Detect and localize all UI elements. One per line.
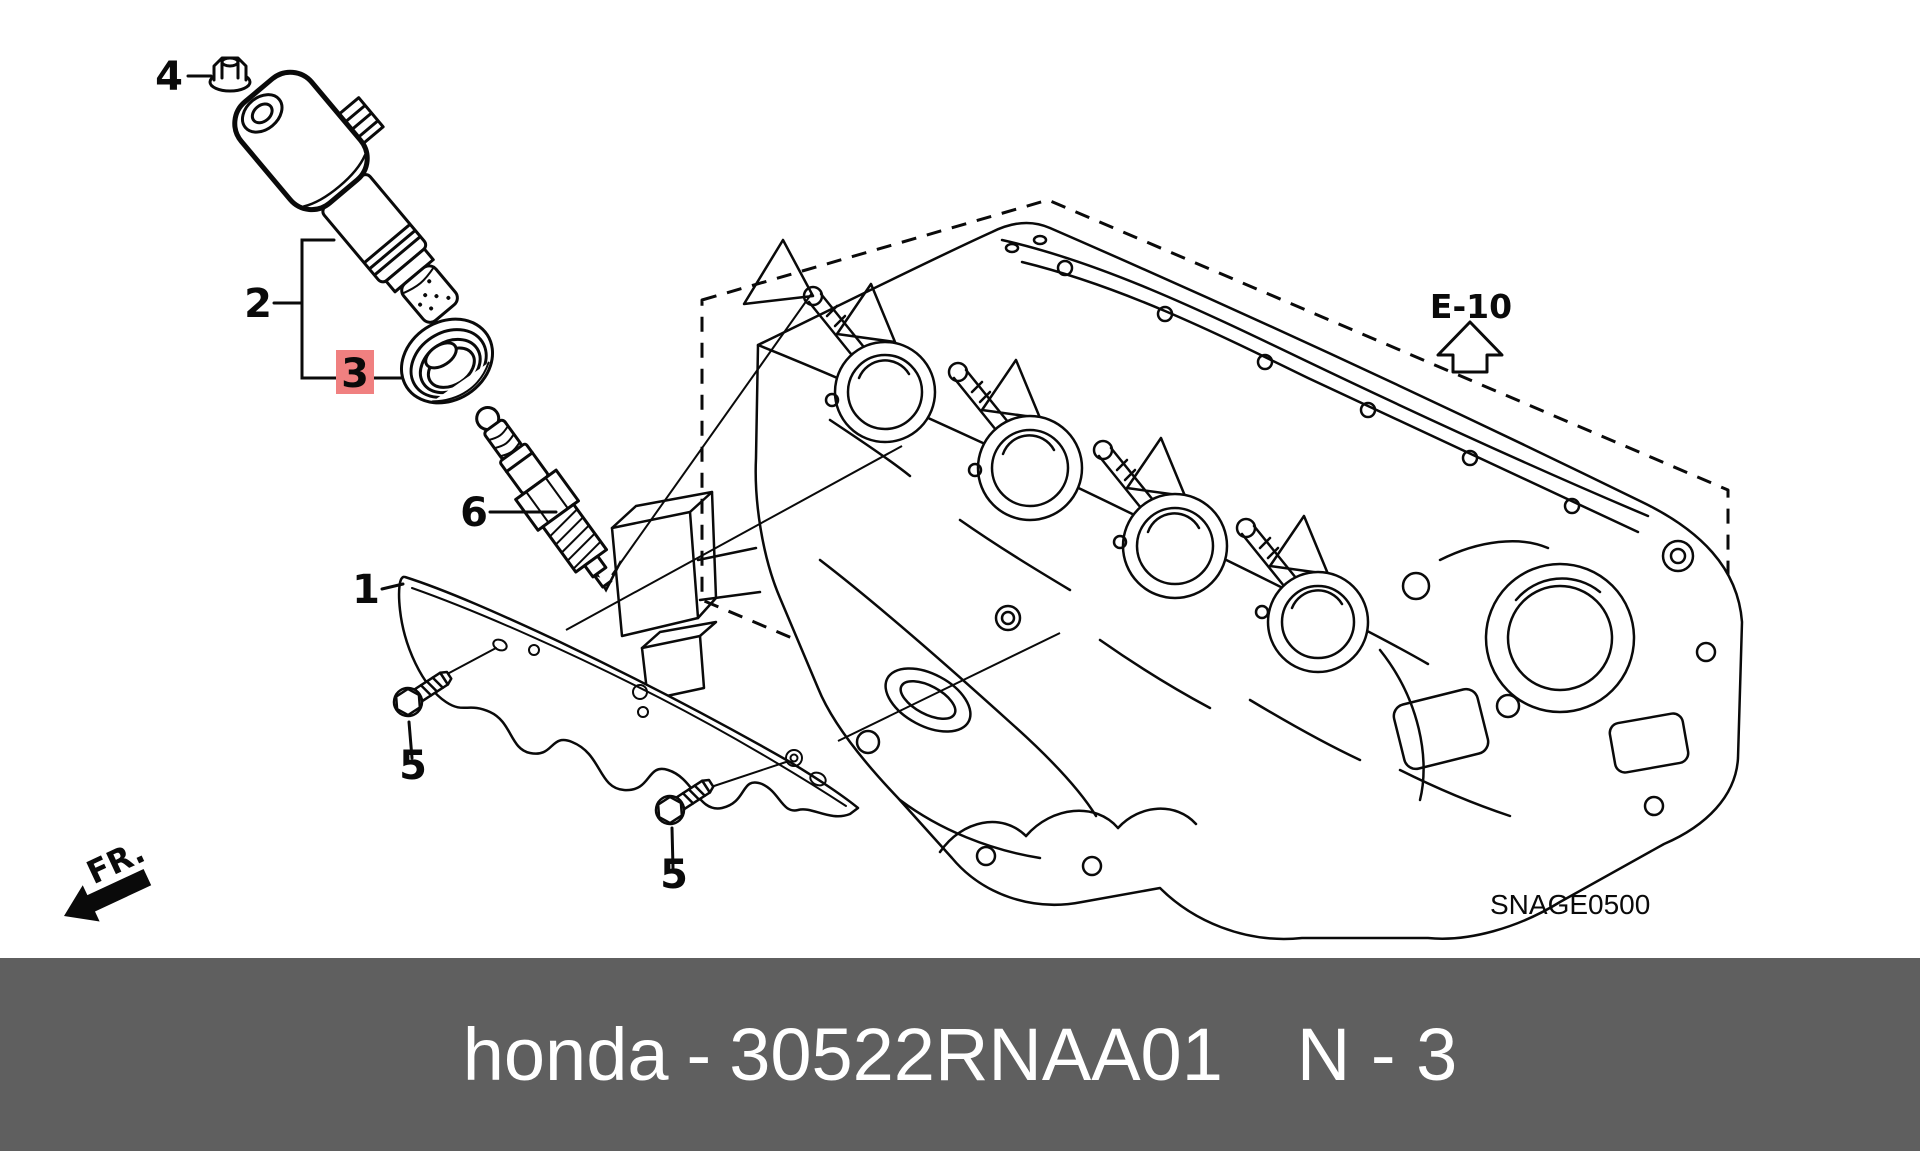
footer-brand: honda [462, 1013, 669, 1096]
callout-6-label[interactable]: 6 [460, 490, 488, 536]
parts-diagram-canvas: 4 2 3 6 1 5 5 E-10 SNAGE0500 FR. [64, 54, 1744, 941]
callout-3-highlight-box[interactable] [336, 350, 374, 394]
section-ref-e10[interactable]: E-10 [1430, 287, 1512, 374]
diagram-code: SNAGE0500 [1490, 889, 1650, 920]
section-ref-label[interactable]: E-10 [1430, 287, 1512, 326]
callout-3-label[interactable]: 3 [341, 351, 369, 397]
part-bolt-a-drawing [387, 647, 497, 723]
footer-page-ref: N - 3 [1296, 1013, 1458, 1096]
callout-1-label[interactable]: 1 [352, 567, 380, 613]
footer-bar: honda - 30522RNAA01 N - 3 [0, 958, 1920, 1151]
footer-part-number: 30522RNAA01 [729, 1013, 1223, 1096]
part-ignition-coil-drawing [232, 69, 459, 324]
part-spark-plug-drawing [475, 405, 613, 589]
callout-3-highlight[interactable]: 3 [336, 350, 374, 397]
part-plug-hole-seal-drawing [399, 317, 495, 405]
cylinder-head-drawing [610, 221, 1744, 941]
callout-5a-label[interactable]: 5 [399, 743, 427, 789]
e10-up-arrow-icon [1436, 320, 1504, 374]
callout-5b-label[interactable]: 5 [660, 852, 688, 898]
fr-direction-arrow-icon [64, 868, 152, 922]
footer-separator: - [686, 1013, 712, 1096]
part-nut-drawing [208, 56, 252, 93]
callout-4-label[interactable]: 4 [155, 54, 183, 100]
callout-2-label[interactable]: 2 [244, 281, 272, 327]
part-bolt-b-drawing [649, 761, 787, 831]
front-direction-indicator: FR. [64, 832, 152, 922]
footer-part-identifier: honda - 30522RNAA01 [463, 1012, 1223, 1097]
leader-lines [565, 292, 1061, 742]
